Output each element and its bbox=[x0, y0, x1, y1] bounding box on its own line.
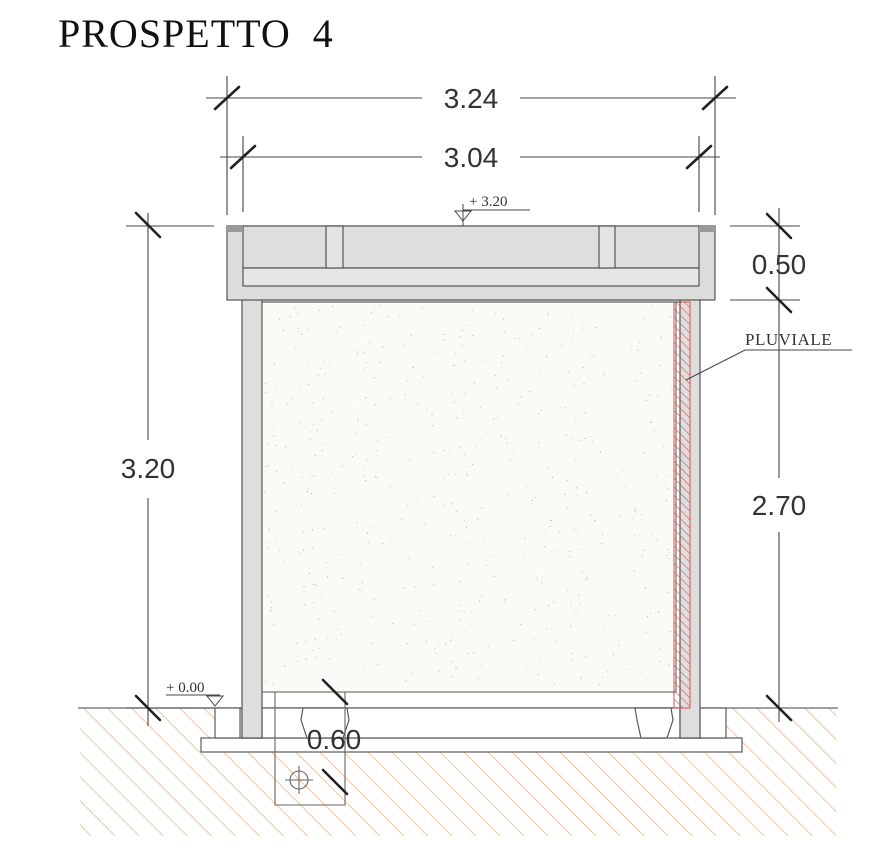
roof-beam bbox=[226, 225, 716, 301]
foundation bbox=[200, 707, 743, 753]
level-marker-ground: + 0.00 bbox=[166, 680, 225, 707]
level-top-label: + 3.20 bbox=[469, 194, 507, 210]
dim-inner-width: 3.04 bbox=[444, 142, 499, 173]
column-left bbox=[241, 285, 263, 739]
dim-beam-height: 0.50 bbox=[752, 249, 807, 280]
dim-opening-height: 2.70 bbox=[752, 490, 807, 521]
drawing-title: PROSPETTO 4 bbox=[58, 11, 334, 56]
downpipe bbox=[673, 301, 691, 709]
dimension-lines bbox=[126, 76, 800, 726]
dim-overall-width: 3.24 bbox=[444, 83, 499, 114]
level-ground-label: + 0.00 bbox=[166, 680, 204, 696]
infill-panel bbox=[261, 301, 677, 693]
dimension-ticks bbox=[134, 85, 793, 796]
level-marker-top: + 3.20 bbox=[453, 194, 530, 226]
downpipe-label: PLUVIALE bbox=[745, 330, 832, 349]
dim-total-height: 3.20 bbox=[121, 453, 176, 484]
dim-foundation-width: 0.60 bbox=[307, 724, 362, 755]
downpipe-annotation: PLUVIALE bbox=[685, 330, 852, 381]
